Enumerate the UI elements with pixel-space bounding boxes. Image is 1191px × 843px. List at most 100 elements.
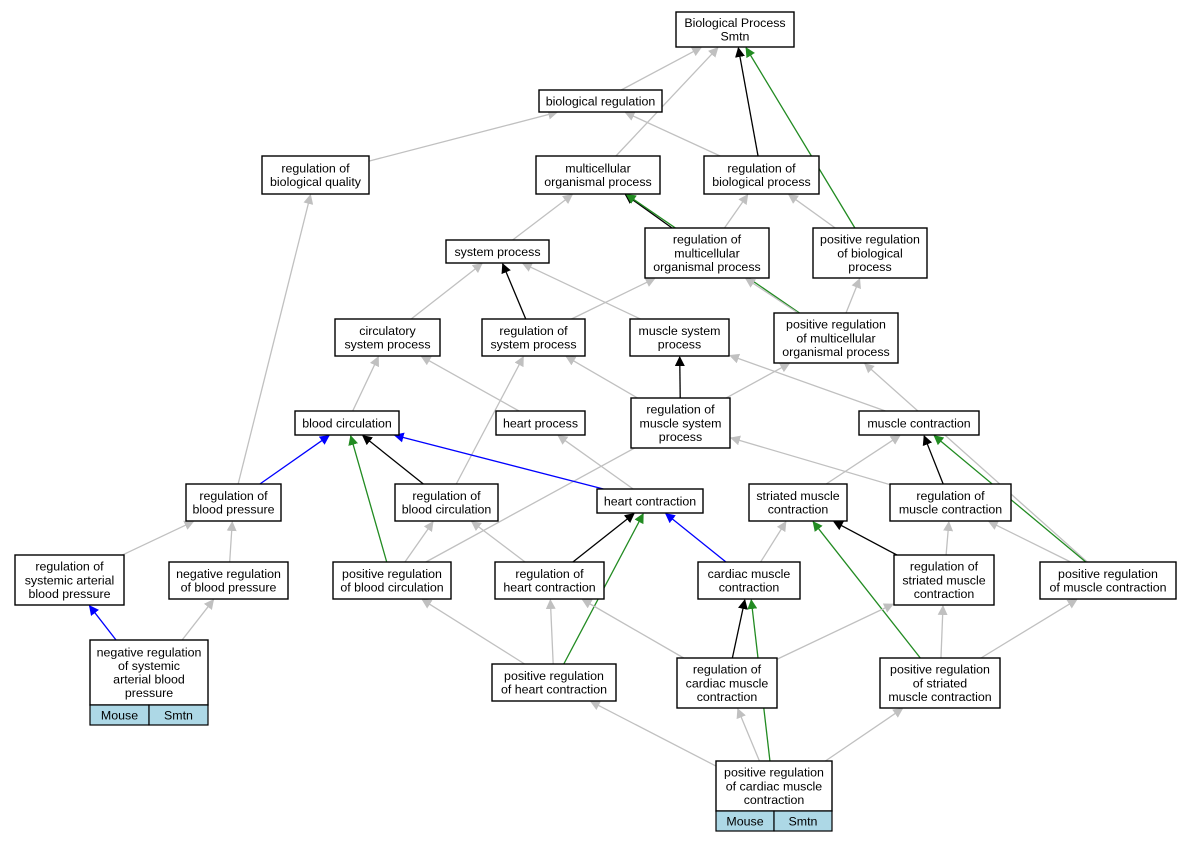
edge-positive-regulation-of-heart-contraction-to-positive-regulation-of-blood-circulation [421,598,525,665]
node-label-line: muscle system [639,324,721,338]
edge-positive-regulation-of-striated-muscle-contraction-to-regulation-of-striated-muscle-contraction [937,605,948,659]
edge-heart-contraction-to-blood-circulation [393,432,604,490]
node-label-line: negative regulation [176,567,281,581]
node-heart-process[interactable]: heart process [495,410,586,436]
node-label-line: of striated [913,676,968,690]
edge-positive-regulation-of-cardiac-muscle-contraction-to-positive-regulation-of-heart-contraction [589,700,717,767]
tag-label: Smtn [789,814,818,828]
node-label-line: regulation of [646,403,715,417]
node-label-line: arterial blood [113,673,185,687]
edges-layer [88,46,1088,767]
node-label-line: cardiac muscle [686,676,769,690]
node-box [703,155,820,195]
node-label-line: biological process [712,175,811,189]
edge-positive-regulation-of-muscle-contraction-to-regulation-of-muscle-contraction [987,520,1071,563]
node-label-line: blood pressure [29,587,111,601]
node-biological-regulation[interactable]: biological regulation [538,89,663,113]
node-label-line: cardiac muscle [708,567,791,581]
edge-striated-muscle-contraction-to-muscle-contraction [825,434,901,485]
edge-positive-regulation-of-blood-circulation-to-positive-regulation-of-multicellular-organismal-process [425,362,791,563]
node-label-line: positive regulation [890,663,990,677]
tag-cell [773,810,833,832]
edge-positive-regulation-of-heart-contraction-to-regulation-of-heart-contraction [545,598,556,665]
edge-negative-regulation-of-blood-pressure-to-regulation-of-blood-pressure [226,520,237,563]
tag-smtn: Smtn [773,810,833,832]
node-box [893,554,995,606]
node-label-line: of cardiac muscle [726,779,823,793]
node-label-line: Smtn [721,30,750,44]
node-label-line: contraction [744,793,805,807]
edge-positive-regulation-of-striated-muscle-contraction-to-positive-regulation-of-muscle-contraction [980,598,1078,659]
node-label-line: regulation of [412,489,481,503]
node-box [481,318,586,357]
node-label-line: system process [454,245,540,259]
node-label-line: of heart contraction [501,683,607,697]
node-label-line: organismal process [653,260,760,274]
node-heart-contraction[interactable]: heart contraction [596,488,704,514]
node-box [334,318,441,357]
edge-regulation-of-systemic-arterial-blood-pressure-to-regulation-of-blood-pressure [122,520,195,556]
node-label-line: muscle contraction [899,503,1002,517]
node-blood-circulation[interactable]: blood circulation [294,410,400,436]
node-label-line: regulation of [281,162,350,176]
node-label-line: heart contraction [503,581,595,595]
node-box [697,561,801,600]
node-label-line: positive regulation [342,567,442,581]
edge-heart-process-to-circulatory-system-process [420,355,520,412]
node-label-line: muscle contraction [867,416,970,430]
edge-negative-regulation-of-systemic-arterial-blood-pressure-to-negative-regulation-of-blood-pressure [181,599,215,641]
edge-regulation-of-muscle-system-process-to-regulation-of-system-process [565,355,638,399]
edge-positive-regulation-of-cardiac-muscle-contraction-to-regulation-of-cardiac-muscle-contraction [736,708,761,762]
node-box [535,155,661,195]
edge-regulation-of-system-process-to-regulation-of-multicellular-organismal-process [571,277,656,320]
node-label-line: blood pressure [193,503,275,517]
node-label-line: of multicellular [796,331,875,345]
edge-negative-regulation-of-systemic-arterial-blood-pressure-to-regulation-of-systemic-arterial-blood-pressure [88,604,117,641]
edge-positive-regulation-of-blood-circulation-to-blood-circulation [348,434,388,563]
edge-blood-circulation-to-circulatory-system-process [352,356,379,412]
node-label-line: positive regulation [1058,567,1158,581]
node-label-line: of biological [837,246,902,260]
node-system-process[interactable]: system process [445,239,550,264]
edge-regulation-of-multicellular-organismal-process-to-regulation-of-biological-process [723,194,749,229]
node-label-line: regulation of [35,560,104,574]
node-muscle-contraction[interactable]: muscle contraction [858,410,980,436]
edge-regulation-of-blood-pressure-to-regulation-of-biological-quality [237,194,314,485]
node-box [294,410,400,436]
edge-heart-contraction-to-heart-process [557,434,634,490]
node-label-line: regulation of [916,489,985,503]
node-box [889,483,1012,522]
edge-regulation-of-striated-muscle-contraction-to-striated-muscle-contraction [832,520,898,556]
tag-mouse: Mouse [715,810,775,832]
node-label-line: of systemic [118,659,180,673]
node-label-line: regulation of [727,162,796,176]
